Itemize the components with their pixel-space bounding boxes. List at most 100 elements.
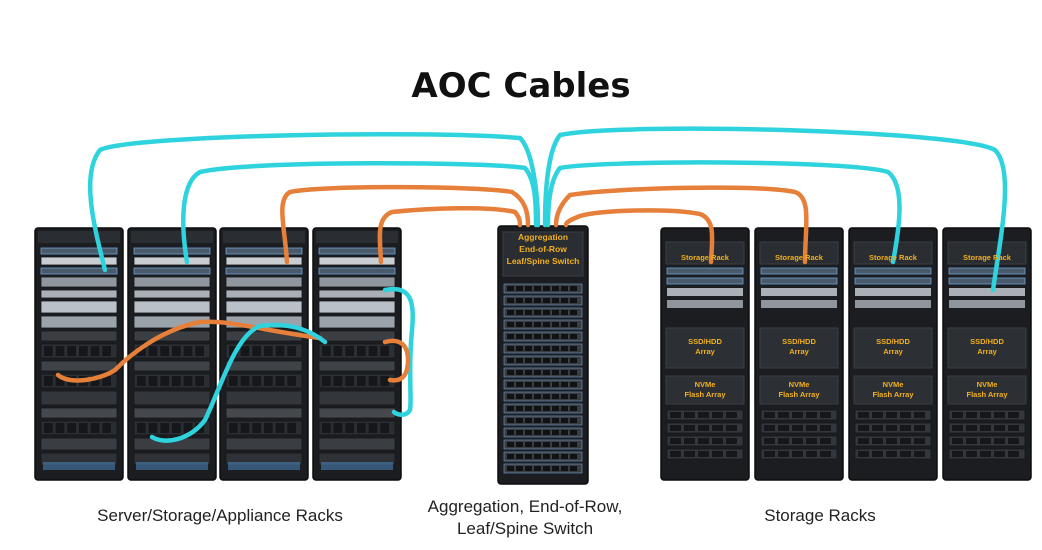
switch-port [507, 358, 514, 363]
rack-top-cap [316, 231, 398, 243]
drive-bay [333, 423, 343, 433]
switch-port [516, 466, 523, 471]
switch-port [516, 334, 523, 339]
drive-bay [726, 412, 737, 418]
drive-bay [380, 346, 389, 356]
rack-base-unit [321, 462, 393, 470]
drive-bay [275, 376, 285, 386]
nvme-label: NVMe [883, 380, 904, 389]
drive-bay [90, 346, 100, 356]
drive-bay [357, 423, 366, 433]
drive-bay [55, 376, 65, 386]
switch-port [543, 334, 550, 339]
drive-bay [792, 425, 803, 431]
cable-orange-4 [563, 208, 715, 265]
switch-label-line-2: End-of-Row [519, 244, 567, 254]
rack-unit [225, 267, 303, 275]
drive-bay [872, 412, 883, 418]
switch-port [525, 442, 532, 447]
rack-unit [40, 267, 118, 275]
drive-bay [380, 423, 389, 433]
caption-server-racks: Server/Storage/Appliance Racks [97, 506, 343, 525]
ssd-hdd-array [665, 327, 745, 369]
switch-port [525, 394, 532, 399]
ssd-hdd-array [759, 327, 839, 369]
drive-bay [183, 346, 193, 356]
rack-unit [40, 247, 118, 255]
switch-port [561, 298, 568, 303]
switch-port [543, 430, 550, 435]
switch-port [516, 346, 523, 351]
drive-bay [764, 425, 775, 431]
rack-unit [133, 247, 211, 255]
drive-bay [900, 412, 911, 418]
rack-unit [318, 300, 396, 314]
rack-unit [133, 267, 211, 275]
switch-port [525, 286, 532, 291]
rack-unit [40, 437, 118, 451]
drive-bay [229, 423, 238, 433]
drive-bay [79, 346, 88, 356]
switch-port [525, 382, 532, 387]
switch-port [516, 418, 523, 423]
switch-port [516, 358, 523, 363]
nvme-flash-array [665, 375, 745, 405]
drive-bay [670, 451, 681, 457]
switch-port [543, 370, 550, 375]
drive-bay [712, 425, 723, 431]
drive-bay [684, 425, 695, 431]
rack-base-unit [228, 462, 300, 470]
drive-bay [264, 423, 273, 433]
switch-port [552, 382, 559, 387]
drive-bay [102, 346, 111, 356]
switch-port [552, 370, 559, 375]
switch-port [534, 370, 541, 375]
rack-unit [133, 407, 211, 419]
switch-port [525, 430, 532, 435]
switch-port [516, 310, 523, 315]
switch-port [543, 406, 550, 411]
drive-bay [712, 438, 723, 444]
drive-bay [820, 438, 831, 444]
cable-cyan-6 [382, 286, 415, 417]
nvme-flash-array [947, 375, 1027, 405]
storage-top-panel [665, 241, 745, 265]
rack-base-unit [43, 462, 115, 470]
switch-port [507, 442, 514, 447]
switch-port [534, 418, 541, 423]
drive-bay [322, 423, 331, 433]
switch-port [525, 310, 532, 315]
drive-bay [195, 346, 204, 356]
drive-bay [806, 412, 817, 418]
rack-unit [40, 300, 118, 314]
server-rack-3 [219, 227, 309, 481]
storage-rack-title: Storage Rack [963, 253, 1012, 262]
rack-unit [761, 288, 837, 296]
ssd-hdd-array [853, 327, 933, 369]
switch-port [507, 334, 514, 339]
drive-bay [357, 346, 366, 356]
drive-bay [980, 425, 991, 431]
drive-bay [994, 438, 1005, 444]
switch-port [552, 394, 559, 399]
switch-port [543, 454, 550, 459]
switch-port [552, 418, 559, 423]
rack-base-unit [136, 462, 208, 470]
drive-bay [183, 376, 193, 386]
rack-unit [225, 276, 303, 288]
drive-bay [252, 346, 261, 356]
switch-port [507, 298, 514, 303]
switch-port [507, 418, 514, 423]
switch-port [570, 370, 577, 375]
drive-bay [980, 412, 991, 418]
drive-bay [368, 376, 378, 386]
drive-bay [670, 438, 681, 444]
switch-port [561, 394, 568, 399]
drive-bay [952, 451, 963, 457]
switch-port [507, 406, 514, 411]
switch-label-line-3: Leaf/Spine Switch [507, 256, 580, 266]
server-rack-4 [312, 227, 402, 481]
drive-bay [240, 423, 250, 433]
drive-bay [670, 412, 681, 418]
